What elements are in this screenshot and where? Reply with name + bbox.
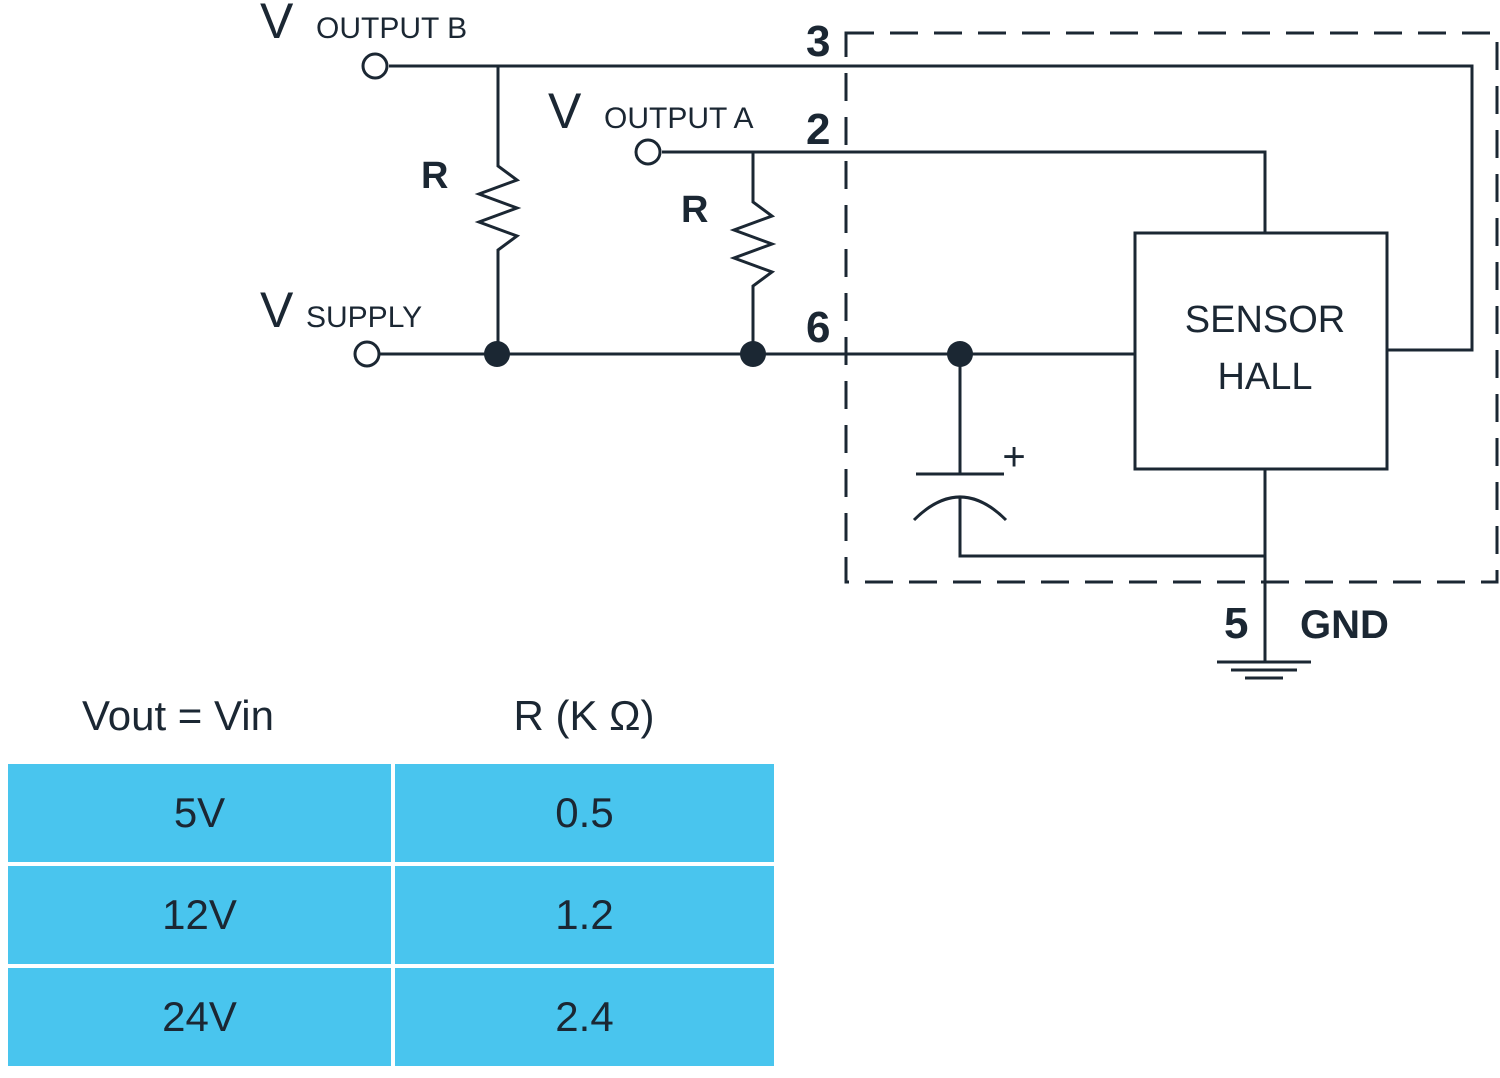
sensor-label-line1: SENSOR [1185,299,1345,341]
label-output-b: OUTPUT B [316,12,467,45]
capacitor-plus-sign: + [1002,435,1025,479]
table-header-vout: Vout = Vin [82,692,274,739]
cell-r-value: 2.4 [395,968,774,1066]
resistor-a [729,152,777,354]
sensor-label-line2: HALL [1217,356,1312,398]
module-boundary [844,31,1499,584]
cell-vout: 24V [8,968,391,1066]
table-row: 24V 2.4 [8,968,774,1066]
pin-2-label: 2 [806,105,830,154]
cell-r-value: 0.5 [395,764,774,862]
v-symbol-supply: V [260,282,294,338]
terminal-supply [353,340,381,368]
pin-3-label: 3 [806,17,830,66]
capacitor-lead-bottom [958,498,1265,558]
table-row: 5V 0.5 [8,764,774,862]
pin-5-label: 5 [1224,599,1248,648]
table-header-r: R (K Ω) [513,692,655,739]
resistor-b [474,66,522,354]
sensor-hall-block [1133,231,1389,471]
cell-r-value: 1.2 [395,866,774,964]
gnd-label: GND [1300,603,1389,647]
output-a-wire [662,150,1267,233]
resistor-a-label: R [681,189,708,231]
junction-node-a [740,341,766,367]
cell-vout: 5V [8,764,391,862]
capacitor-curved-plate [912,495,1008,522]
terminal-output-b [361,52,389,80]
cell-vout: 12V [8,866,391,964]
label-supply: SUPPLY [306,301,422,334]
junction-node-b [484,341,510,367]
ground-symbol [1217,660,1311,680]
table-row: 12V 1.2 [8,866,774,964]
terminal-output-a [634,138,662,166]
pin-6-label: 6 [806,303,830,352]
resistor-b-label: R [421,155,448,197]
output-b-wire [389,64,1474,352]
v-symbol-output-a: V [548,83,582,139]
v-symbol-output-b: V [260,0,294,49]
circuit-schematic: + SENSOR HALL V OUTPUT B V OUTPUT A V SU… [260,0,1499,680]
table-body: 5V 0.5 12V 1.2 24V 2.4 [8,764,774,1070]
label-output-a: OUTPUT A [604,102,753,135]
junction-node-cap [947,341,973,367]
